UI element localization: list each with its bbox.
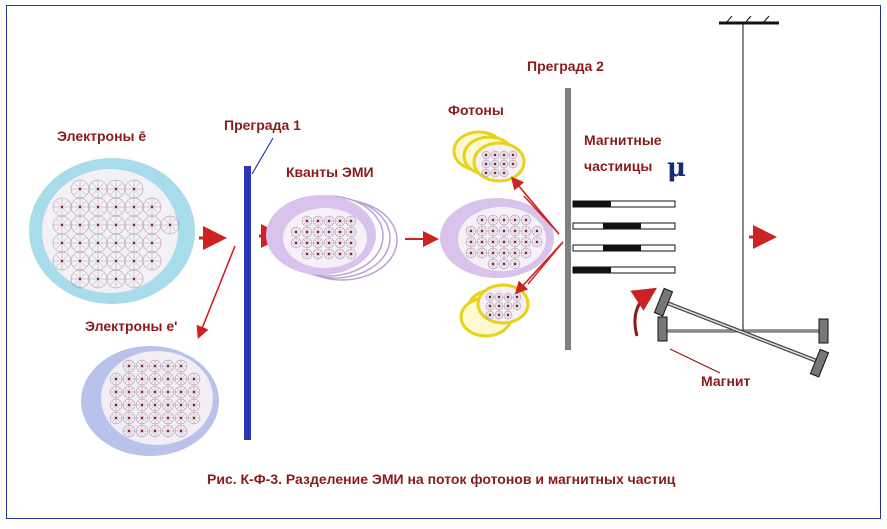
mu-symbol: μ (667, 153, 687, 183)
label-magnetic-particles-2: частиицы (584, 158, 653, 174)
torsion-balance (630, 287, 830, 378)
reflect-arrow-upper (523, 195, 560, 235)
label-barrier-1: Преграда 1 (224, 117, 301, 133)
figure-frame: Электроны ē Электроны e' Преграда 1 Прег… (6, 5, 881, 519)
label-electrons-prime: Электроны e' (85, 318, 178, 334)
electron-prime-cloud (81, 346, 219, 456)
label-magnet: Магнит (701, 373, 751, 389)
magnetic-particles (572, 200, 676, 274)
barrier-1 (244, 166, 251, 440)
emi-split-cloud (440, 198, 554, 278)
reflect-arrow-lower (527, 241, 564, 285)
label-electrons: Электроны ē (57, 128, 147, 144)
barrier-1-pointer (251, 137, 274, 175)
label-photons: Фотоны (448, 102, 504, 118)
emi-quanta (266, 195, 398, 281)
label-emi-quanta: Кванты ЭМИ (286, 164, 374, 180)
figure-caption: Рис. К-Ф-3. Разделение ЭМИ на поток фото… (207, 471, 676, 487)
diagram-canvas (29, 15, 830, 456)
electron-prime-arrow (196, 245, 236, 339)
label-barrier-2: Преграда 2 (527, 58, 604, 74)
label-magnetic-particles-1: Магнитные (584, 132, 662, 148)
photons-top (452, 130, 526, 183)
magnet-pointer (669, 348, 721, 374)
suspension (719, 15, 779, 331)
barrier-2 (565, 88, 571, 350)
photons-bottom (459, 283, 530, 338)
electron-cloud (29, 158, 195, 304)
